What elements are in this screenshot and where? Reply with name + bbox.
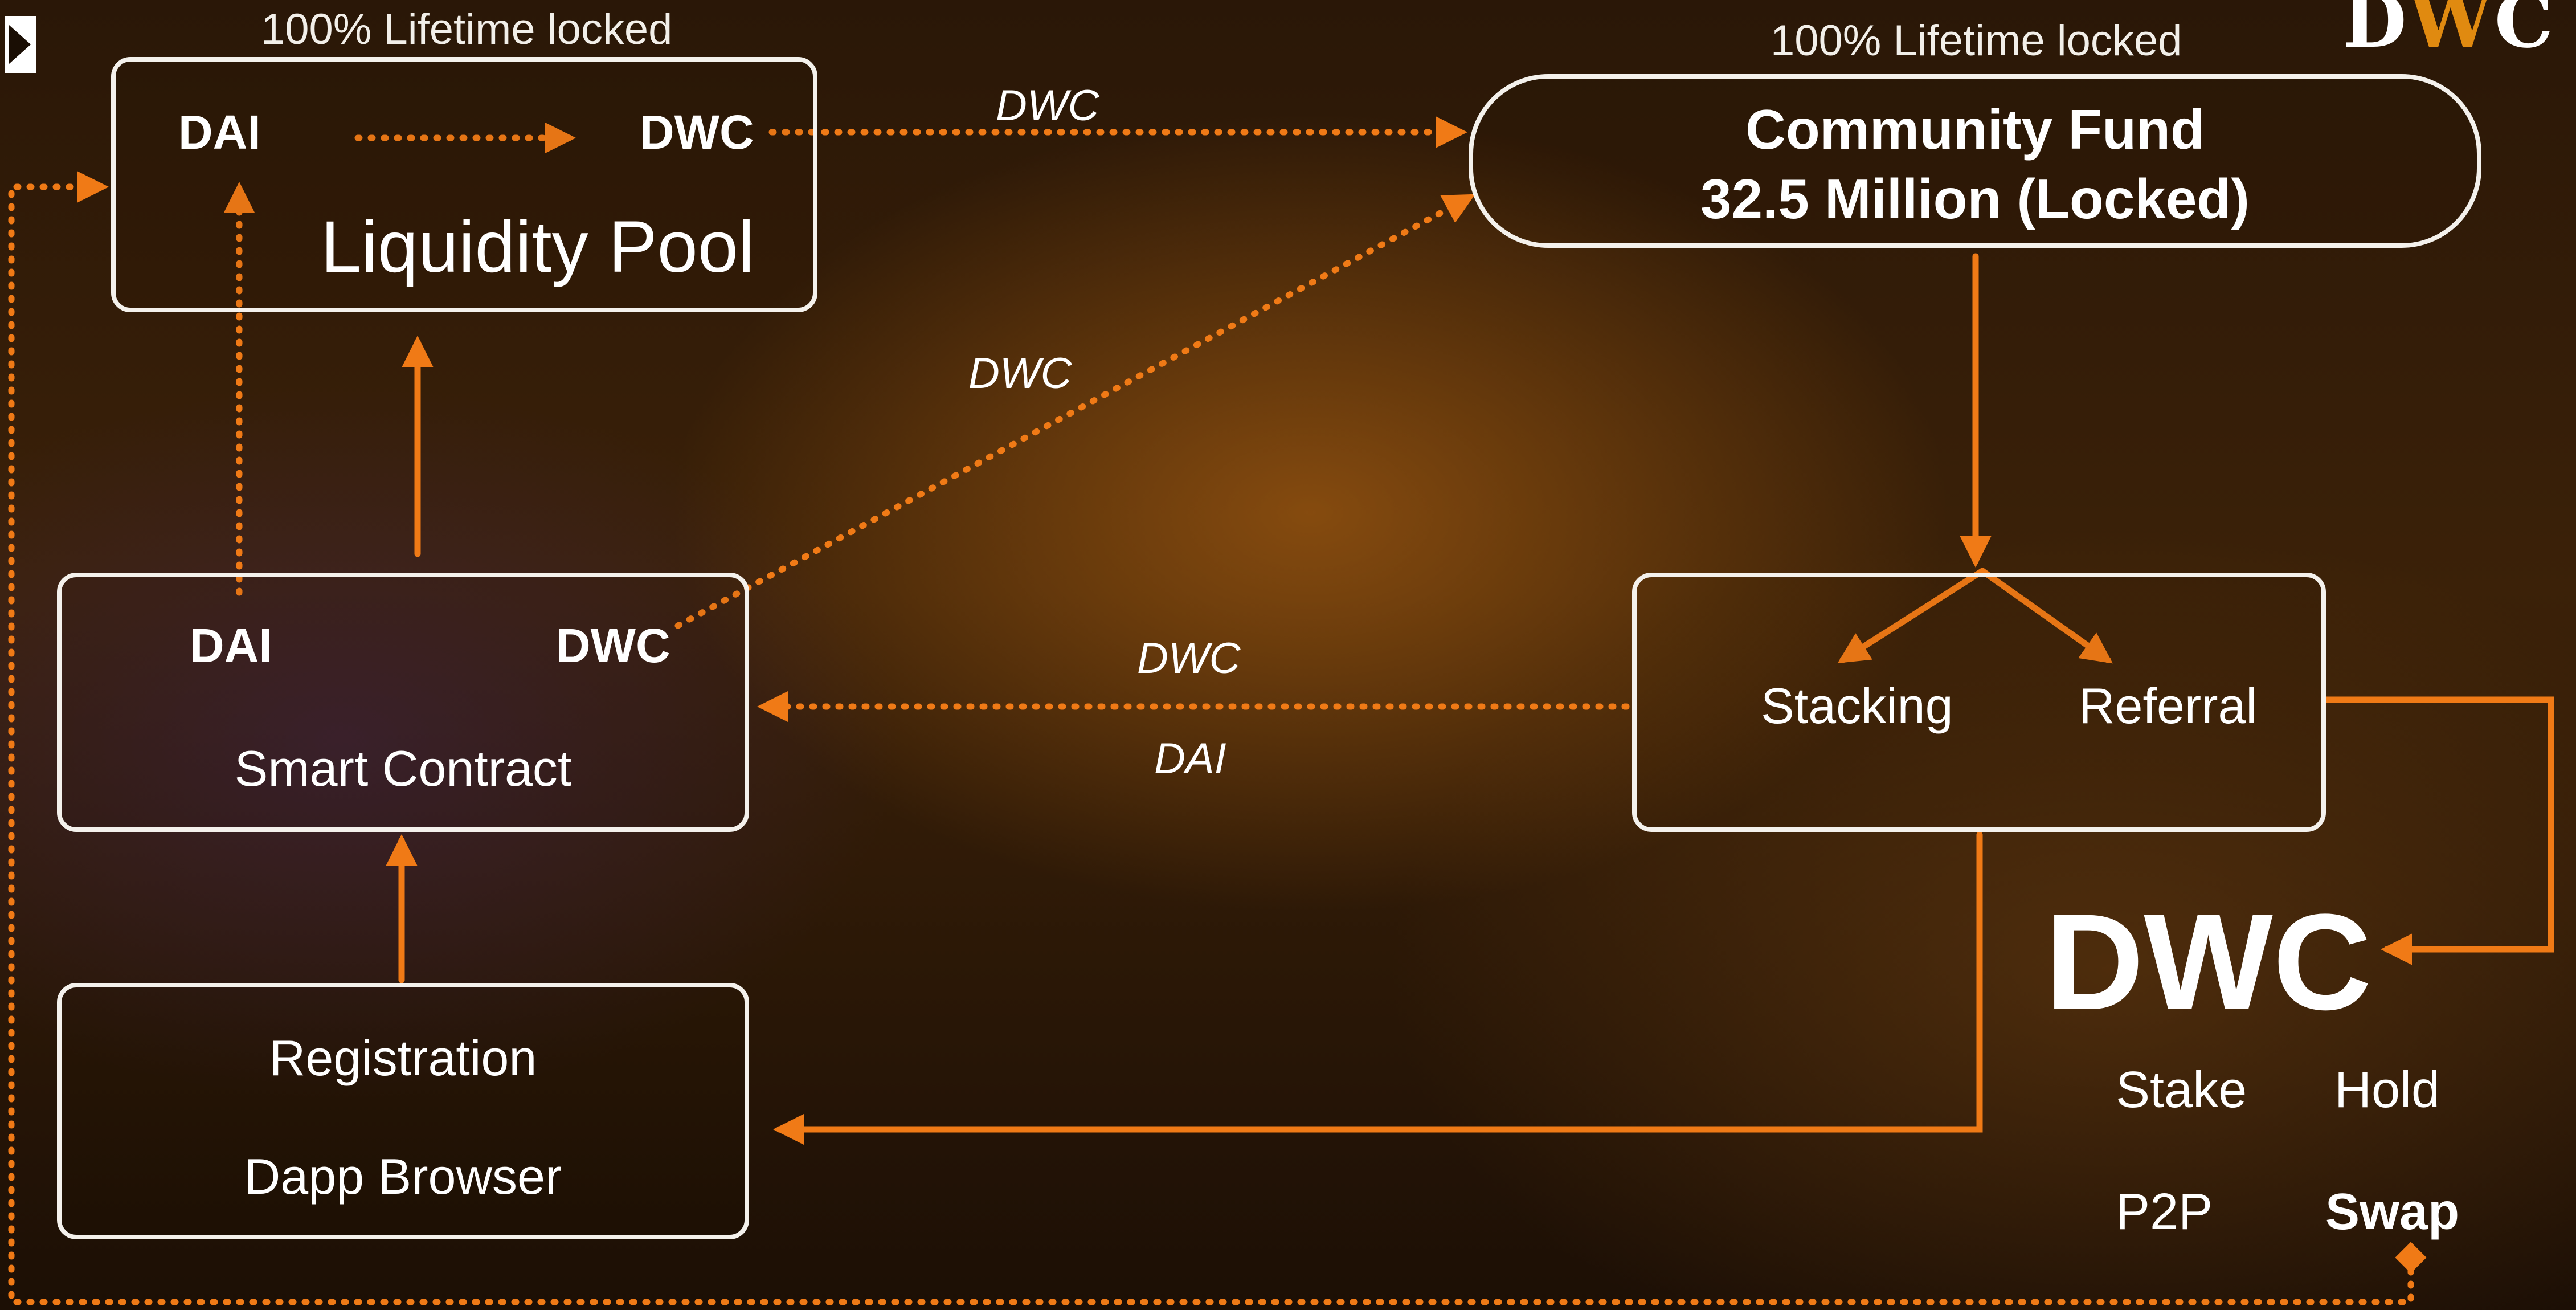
liquidity-pool-title: Liquidity Pool xyxy=(321,206,755,288)
dapp-browser-label: Dapp Browser xyxy=(244,1148,562,1205)
logo-accent-letter: W xyxy=(2409,0,2495,64)
community-fund-box: Community Fund 32.5 Million (Locked) xyxy=(1469,74,2481,248)
pool-lock-caption: 100% Lifetime locked xyxy=(261,5,673,54)
pool-dwc-label: DWC xyxy=(640,105,754,159)
dwc-title: DWC xyxy=(2045,885,2372,1038)
registration-box: Registration Dapp Browser xyxy=(57,983,749,1239)
arrow-rewards-to-registration xyxy=(773,831,1983,1145)
liquidity-pool-box: DAI DWC Liquidity Pool xyxy=(111,57,817,312)
contract-dai-label: DAI xyxy=(190,619,272,672)
stacking-label: Stacking xyxy=(1761,678,1953,734)
flow-label-dwc: DWC xyxy=(1137,634,1241,683)
flow-label-dai: DAI xyxy=(1154,734,1226,783)
fund-lock-caption: 100% Lifetime locked xyxy=(1771,17,2182,65)
dwc-option-hold: Hold xyxy=(2334,1062,2440,1119)
flow-label-pool-to-fund: DWC xyxy=(996,81,1099,130)
dwc-option-p2p: P2P xyxy=(2116,1184,2213,1240)
smart-contract-box: DAI DWC Smart Contract xyxy=(57,573,749,832)
registration-title: Registration xyxy=(269,1030,537,1086)
dwc-option-swap: Swap xyxy=(2325,1184,2460,1240)
smart-contract-title: Smart Contract xyxy=(234,740,572,797)
contract-dwc-label: DWC xyxy=(556,619,670,672)
slide-logo-icon xyxy=(5,16,36,73)
arrow-referral-to-dwc xyxy=(2321,696,2554,965)
pool-dai-label: DAI xyxy=(178,105,261,159)
dwc-option-stake: Stake xyxy=(2116,1062,2247,1119)
arrow-swap-to-pool xyxy=(8,171,2427,1305)
flow-label-contract-to-fund: DWC xyxy=(968,349,1072,398)
community-fund-title: Community Fund xyxy=(1745,98,2205,161)
referral-label: Referral xyxy=(2079,678,2257,734)
rewards-box: Stacking Referral xyxy=(1632,573,2326,832)
community-fund-amount: 32.5 Million (Locked) xyxy=(1700,168,2250,230)
brand-logo: DWC xyxy=(2342,0,2555,58)
